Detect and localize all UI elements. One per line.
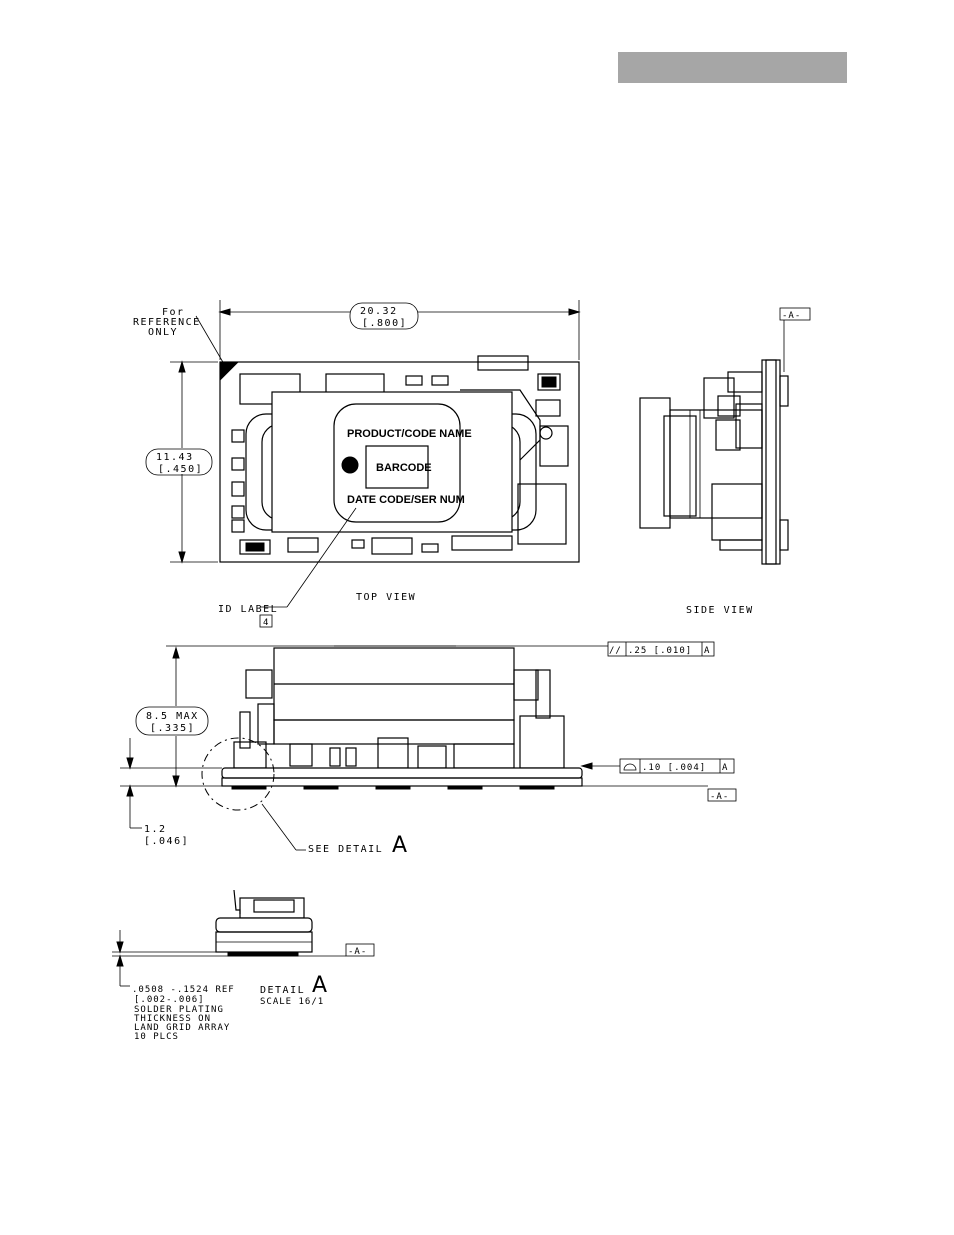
top-view: PRODUCT/CODE NAME BARCODE DATE CODE/SER … bbox=[133, 300, 579, 628]
width-dim-mm: 20.32 bbox=[360, 306, 398, 317]
detail-scale: SCALE 16/1 bbox=[260, 997, 324, 1007]
front-view: // .25 [.010] A .10 [.004] A -A- 8.5 MAX… bbox=[120, 642, 736, 858]
id-label-text: ID LABEL bbox=[218, 604, 278, 615]
height-dim-mm: 11.43 bbox=[156, 452, 194, 463]
standoff-in: [.046] bbox=[144, 836, 189, 847]
see-detail-letter: A bbox=[392, 833, 407, 858]
detail-note-1: .0508 -.1524 REF bbox=[132, 985, 235, 995]
label-barcode-text: BARCODE bbox=[376, 462, 432, 474]
detail-datum: -A- bbox=[348, 947, 367, 957]
side-view-title: SIDE VIEW bbox=[686, 605, 754, 616]
id-label-note: 4 bbox=[263, 618, 269, 628]
detail-note-2: [.002-.006] bbox=[134, 995, 205, 1005]
detail-view: -A- .0508 -.1524 REF [.002-.006] SOLDER … bbox=[112, 890, 374, 1042]
width-dim-in: [.800] bbox=[362, 318, 407, 329]
flatness-value: .10 [.004] bbox=[642, 763, 706, 773]
label-date-text: DATE CODE/SER NUM bbox=[347, 494, 465, 506]
height-max-in: [.335] bbox=[150, 723, 195, 734]
label-product-text: PRODUCT/CODE NAME bbox=[347, 428, 472, 440]
parallel-symbol: // bbox=[609, 646, 622, 656]
side-view: -A- SIDE VIEW bbox=[640, 308, 810, 616]
front-datum: -A- bbox=[710, 792, 729, 802]
detail-letter: A bbox=[312, 973, 327, 998]
ref-note-line3: ONLY bbox=[148, 327, 178, 338]
detail-title: DETAIL bbox=[260, 985, 305, 996]
see-detail-text: SEE DETAIL bbox=[308, 844, 383, 855]
height-dim-in: [.450] bbox=[158, 464, 203, 475]
detail-note-6: 10 PLCS bbox=[134, 1032, 179, 1042]
parallel-datum: A bbox=[704, 646, 710, 656]
top-view-title: TOP VIEW bbox=[356, 592, 416, 603]
flatness-datum: A bbox=[722, 763, 728, 773]
height-max-mm: 8.5 MAX bbox=[146, 711, 199, 722]
pin1-marker bbox=[342, 457, 358, 473]
side-datum: -A- bbox=[782, 311, 801, 321]
standoff-mm: 1.2 bbox=[144, 824, 167, 835]
parallel-value: .25 [.010] bbox=[628, 646, 692, 656]
